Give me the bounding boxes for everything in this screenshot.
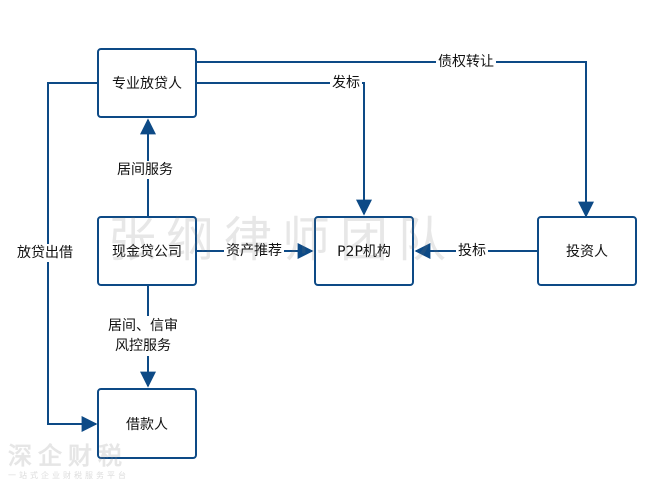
label-intermediary: 居间服务 — [115, 161, 175, 179]
label-services: 居间、信审 风控服务 — [106, 316, 180, 356]
edge-claim-transfer — [196, 61, 594, 218]
label-lend: 放贷出借 — [15, 244, 75, 262]
logo-sub-text: 一站式企业财税服务平台 — [8, 471, 129, 480]
label-services-line2: 风控服务 — [115, 338, 171, 354]
brand-logo: 深企财税 一站式企业财税服务平台 — [8, 442, 129, 481]
label-claim-transfer: 债权转让 — [436, 53, 496, 71]
node-p2p-platform[interactable]: P2P机构 — [314, 216, 414, 286]
node-cash-loan-company[interactable]: 现金贷公司 — [97, 216, 197, 286]
logo-main-text: 深企财税 — [8, 441, 128, 470]
label-bid: 投标 — [456, 242, 488, 260]
edge-issue — [196, 82, 372, 216]
label-services-line1: 居间、信审 — [108, 318, 178, 334]
label-issue: 发标 — [330, 74, 362, 92]
node-pro-lender[interactable]: 专业放贷人 — [97, 48, 197, 118]
node-investor[interactable]: 投资人 — [537, 216, 637, 286]
label-asset-recommend: 资产推荐 — [224, 242, 284, 260]
node-borrower[interactable]: 借款人 — [97, 388, 197, 459]
